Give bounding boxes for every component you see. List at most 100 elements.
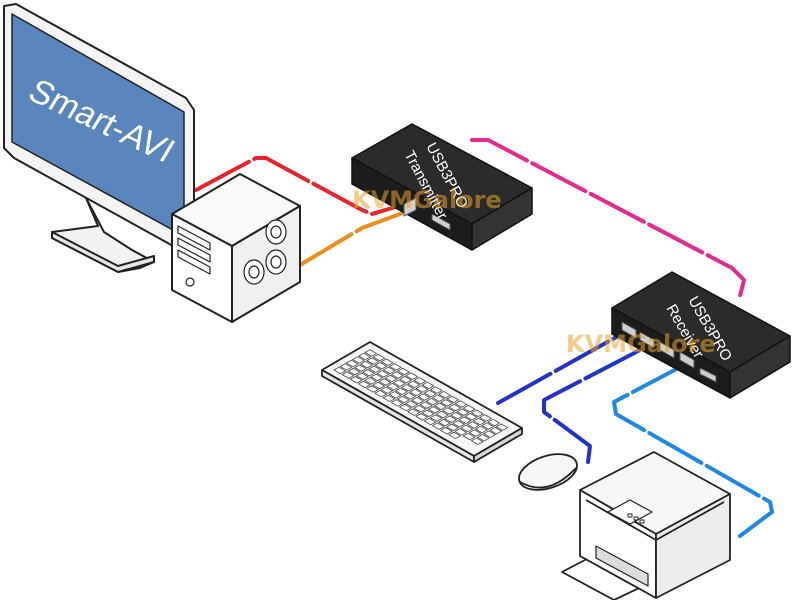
monitor-stand [51,197,155,273]
keyboard-key [475,425,488,434]
keyboard-key [358,380,371,389]
keyboard-key [444,415,457,423]
keyboard-key [358,352,371,361]
keyboard-key [425,398,439,406]
transmitter-ports [403,197,451,231]
keyboard-key [389,363,402,371]
keyboard-key [405,372,418,380]
cables [194,138,774,538]
keyboard-key [341,371,355,379]
printer-control-panel [607,499,653,525]
printer-cable [612,362,774,538]
fan-icon [243,219,287,285]
keyboard-keys [333,349,509,445]
mouse-cable [542,342,652,464]
keyboard-key [429,414,443,422]
receiver-usb-ports [621,321,717,383]
keyboard-key [395,387,408,395]
keyboard-key [427,406,441,414]
printer [561,451,731,600]
watermark-transmitter: KVMGalore [352,186,502,214]
keyboard-key [399,375,412,384]
power-button-icon [185,277,195,287]
keyboard-key [440,427,453,435]
keyboard-key [456,408,470,416]
transmitter-unit: USB3PRO Transmitter [351,123,533,251]
keyboard-key [436,410,449,419]
keyboard-key [419,401,433,409]
keyboard-key [382,366,396,375]
keyboard-key [407,380,420,388]
keyboard-key [417,393,431,401]
keyboard-key [454,400,468,408]
printer-side [655,493,731,599]
keyboard-key [495,423,509,431]
keyboard-key [450,411,463,420]
keyboard-key [423,417,437,426]
keyboard-key [473,417,486,426]
keyboard-key [431,422,445,430]
keyboard-key [477,434,490,442]
keyboard-key [454,428,467,436]
keyboard-key [390,399,404,407]
keyboard-key [489,427,502,435]
keyboard-key [448,403,461,412]
keyboard-key [411,396,424,405]
keyboard-key [468,429,482,437]
keyboard-key [432,394,445,402]
keyboard-key [354,364,367,372]
keyboard-key [366,385,379,393]
keyboard-key [356,372,369,380]
keyboard-key [339,363,353,371]
keyboard-key [349,376,363,384]
keyboard-key [370,373,383,382]
keyboard-key [407,408,420,416]
receiver-side [729,335,791,399]
keyboard-key [446,395,459,404]
keyboard-key [452,420,465,428]
keyboard-edge-side [473,427,523,463]
keyboard-key [458,416,472,424]
keyboard-key [372,381,385,390]
keyboard-key [430,386,443,394]
keyboard-key [487,418,500,427]
keyboard-key [391,371,404,379]
printer-paper-slot [595,545,649,587]
keyboard-key [460,424,474,433]
keyboard-key [352,356,365,364]
keyboard-key [415,413,428,421]
keyboard-key [470,437,484,445]
keyboard-key [442,407,455,415]
keyboard-key [440,399,453,407]
keyboard-key [380,386,394,394]
keyboard-key [372,353,386,362]
keyboard-key [364,349,377,357]
video-cable [194,156,414,216]
keyboard-key [462,432,476,441]
keyboard-key [347,367,361,376]
keyboard-key [471,409,484,417]
keyboard-key [481,422,494,430]
keyboard-key [448,431,461,440]
keyboard-key [380,358,394,366]
keyboard-key [378,378,392,386]
keyboard-key [421,409,435,418]
keyboard-key [374,389,387,398]
keyboard-key [384,374,398,383]
keyboard-key [364,377,377,385]
computer-tower [171,173,301,323]
mouse-edge [519,467,577,489]
keyboard-key [466,421,480,429]
transmitter-side [471,187,533,251]
keyboard-key [374,362,388,370]
keyboard-key [403,392,416,400]
receiver-unit: USB3PRO Receiver [611,271,791,399]
keyboard-key [483,430,496,438]
keyboard-key [434,402,447,411]
keyboard-key [479,414,492,422]
keyboard-key [386,382,400,391]
drive-bays [177,225,211,275]
mouse [518,453,578,491]
keyboard-key [462,404,476,413]
